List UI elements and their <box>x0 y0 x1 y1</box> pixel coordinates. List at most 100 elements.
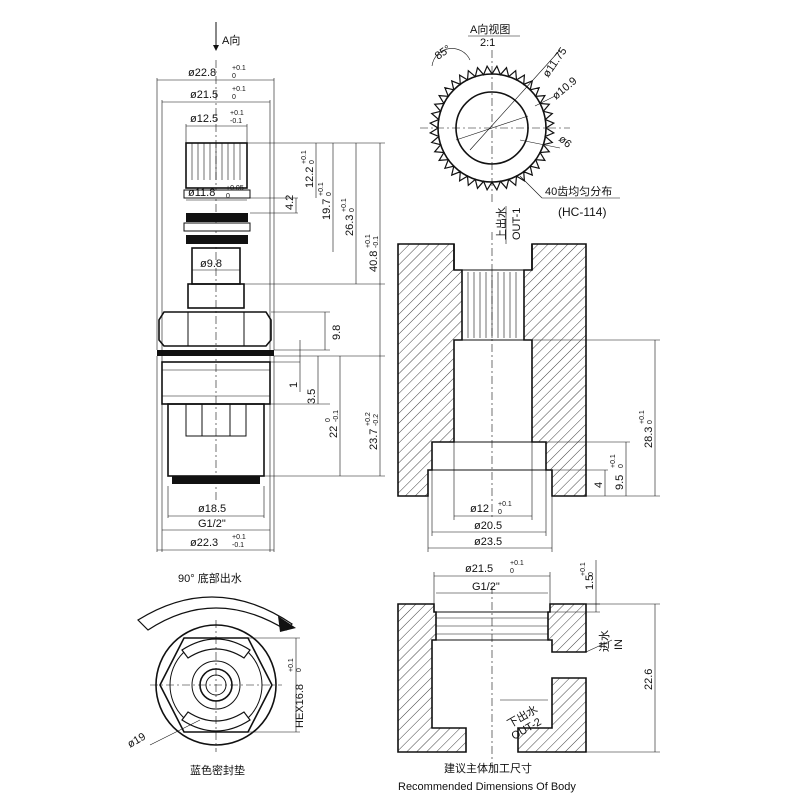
svg-text:+0.1: +0.1 <box>230 110 244 117</box>
dim-d12-5: ø12.5 <box>190 113 218 125</box>
a-view-scale: 2:1 <box>480 37 495 49</box>
gear-bore-circle <box>455 91 529 165</box>
main-vertical-dims: 12.2 +0.1 0 4.2 19.7 +0.1 0 26.3 +0.1 0 … <box>244 142 385 477</box>
svg-text:+0.1: +0.1 <box>365 234 372 248</box>
svg-text:-0.2: -0.2 <box>373 414 380 426</box>
rotate-label: 90° 底部出水 <box>178 571 242 585</box>
svg-text:+0.1: +0.1 <box>510 560 524 567</box>
svg-text:0: 0 <box>647 420 654 424</box>
dim-hex16-8: HEX16.8 <box>294 684 306 728</box>
rec-dim-d21-5: ø21.5 <box>465 563 493 575</box>
svg-text:+0.05: +0.05 <box>226 185 244 192</box>
dim-d22-3: ø22.3 <box>190 537 218 549</box>
dim-h26-3: 26.3 <box>344 215 356 236</box>
o-ring-1 <box>186 213 248 222</box>
svg-text:0: 0 <box>498 509 502 516</box>
recommended-body: ø21.5 +0.1 0 G1/2" 1.5 +0.1 0 进水 IN 22.6… <box>397 560 660 793</box>
dim-h4-2: 4.2 <box>284 195 296 210</box>
svg-text:0: 0 <box>325 418 332 422</box>
dim-d11-75: ø11.75 <box>541 45 570 79</box>
out1-label-cn: 上出水 <box>494 207 508 240</box>
svg-text:+0.1: +0.1 <box>301 150 308 164</box>
dim-h12-2: 12.2 <box>304 167 316 188</box>
dim-h1: 1 <box>288 382 300 388</box>
rec-dim-g1-2: G1/2" <box>472 581 500 593</box>
dim-h23-7: 23.7 <box>368 429 380 450</box>
a-view: A向视图 2:1 ø11.75 ø10.9 ø6 85° 40齿均匀分布 (HC… <box>420 22 620 219</box>
a-view-title: A向视图 <box>470 22 510 36</box>
caption-en: Recommended Dimensions Of Body <box>398 781 576 793</box>
main-top-dims: ø22.8 +0.1 0 ø21.5 +0.1 0 ø12.5 +0.1 -0.… <box>156 65 275 362</box>
svg-text:+0.1: +0.1 <box>341 198 348 212</box>
svg-text:+0.1: +0.1 <box>318 182 325 196</box>
dim-d10-9: ø10.9 <box>550 75 579 102</box>
dim-h9-5: 9.5 <box>614 475 626 490</box>
dim-d23-5: ø23.5 <box>474 536 502 548</box>
rec-right-upper-wall <box>547 603 587 653</box>
dim-h9-8: 9.8 <box>331 325 343 340</box>
out1-label-en: OUT-1 <box>511 208 523 240</box>
stem-collar <box>187 283 245 309</box>
svg-text:-0.1: -0.1 <box>373 236 380 248</box>
caption-cn: 建议主体加工尺寸 <box>444 761 532 775</box>
dim-h19-7: 19.7 <box>321 199 333 220</box>
svg-text:-0.1: -0.1 <box>230 118 242 125</box>
dim-d18-5: ø18.5 <box>198 503 226 515</box>
dim-h22: 22 <box>328 426 340 438</box>
dim-d21-5: ø21.5 <box>190 89 218 101</box>
inlet-cn: 进水 <box>598 630 611 652</box>
svg-text:0: 0 <box>588 572 595 576</box>
o-ring-2 <box>186 235 248 244</box>
svg-text:+0.2: +0.2 <box>365 412 372 426</box>
spline-knurl <box>191 143 241 180</box>
svg-text:+0.1: +0.1 <box>232 534 246 541</box>
bottom-view: 90° 底部出水 HEX16.8 +0.1 0 ø19 蓝色密封垫 <box>126 571 307 777</box>
svg-text:-0.1: -0.1 <box>232 542 244 549</box>
gear-root-circle <box>437 73 547 183</box>
dim-d9-8: ø9.8 <box>200 258 222 270</box>
flat-washer <box>157 350 274 356</box>
svg-text:+0.1: +0.1 <box>580 562 587 576</box>
a-direction-label: A向 <box>222 33 240 47</box>
svg-text:+0.1: +0.1 <box>232 65 246 72</box>
dim-d11-8: ø11.8 <box>188 187 215 199</box>
svg-text:+0.1: +0.1 <box>288 658 295 672</box>
svg-text:0: 0 <box>349 208 356 212</box>
bottom-seal <box>172 476 260 484</box>
svg-text:+0.1: +0.1 <box>232 86 246 93</box>
dim-d12: ø12 <box>470 503 489 515</box>
angle-arc <box>431 48 471 67</box>
rec-dim-h22-6: 22.6 <box>643 669 655 690</box>
body-right-wall <box>523 243 587 497</box>
dim-d20-5: ø20.5 <box>474 520 502 532</box>
svg-text:0: 0 <box>618 464 625 468</box>
main-bottom-dims: ø18.5 G1/2" ø22.3 +0.1 -0.1 <box>156 356 275 552</box>
hex-nut <box>158 311 272 347</box>
body-section: 上出水 OUT-1 28.3 +0.1 0 9.5 +0.1 0 4 ø12 +… <box>397 206 660 552</box>
body-left-wall <box>397 243 463 497</box>
svg-text:+0.1: +0.1 <box>610 454 617 468</box>
dim-d19: ø19 <box>126 731 148 751</box>
svg-text:0: 0 <box>226 193 230 200</box>
part-code: (HC-114) <box>558 205 606 219</box>
svg-text:0: 0 <box>232 94 236 101</box>
rec-dim-h1-5: 1.5 <box>584 575 596 590</box>
dim-g1-2: G1/2" <box>198 518 226 530</box>
dim-h3-5: 3.5 <box>306 389 318 404</box>
main-view: A向 <box>156 22 385 552</box>
rec-left-wall <box>397 603 467 753</box>
inlet-en: IN <box>613 639 625 650</box>
teeth-note: 40齿均匀分布 <box>545 185 612 198</box>
dim-h4: 4 <box>593 482 605 488</box>
svg-text:-0.1: -0.1 <box>333 410 340 422</box>
svg-text:0: 0 <box>232 73 236 80</box>
svg-text:0: 0 <box>309 160 316 164</box>
dim-angle-85: 85° <box>433 43 454 62</box>
dim-h28-3: 28.3 <box>643 427 655 448</box>
dim-d22-8: ø22.8 <box>188 67 216 79</box>
svg-text:+0.1: +0.1 <box>498 501 512 508</box>
svg-text:+0.1: +0.1 <box>639 410 646 424</box>
dim-h40-8: 40.8 <box>368 251 380 272</box>
